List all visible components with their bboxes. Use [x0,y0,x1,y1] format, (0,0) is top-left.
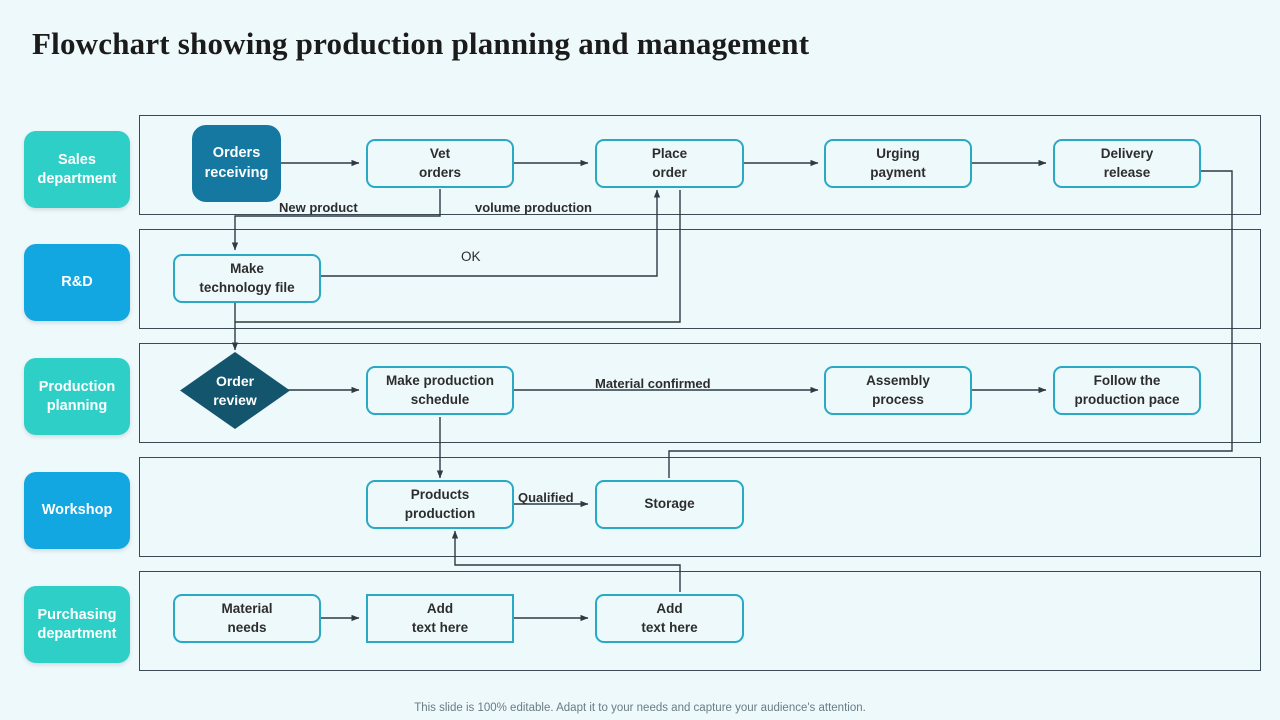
dept-label-sales: Sales department [37,152,117,187]
node-storage[interactable]: Storage [595,480,744,529]
node-make-technology-file[interactable]: Make technology file [173,254,321,303]
dept-chip-sales[interactable]: Sales department [24,131,130,208]
node-label-delivery-release: Delivery release [1100,146,1154,180]
node-label-urging-payment: Urging payment [870,146,926,180]
node-delivery-release[interactable]: Delivery release [1053,139,1201,188]
node-material-needs[interactable]: Material needs [173,594,321,643]
edge-label-material-confirmed: Material confirmed [595,376,711,391]
dept-chip-workshop[interactable]: Workshop [24,472,130,549]
edge-label-volume-production: volume production [475,200,592,215]
node-label-add-text-2: Add text here [641,601,698,635]
node-label-vet-orders: Vet orders [418,146,462,180]
node-label-storage: Storage [644,496,695,512]
slide-footer-note: This slide is 100% editable. Adapt it to… [414,702,866,714]
dept-chip-rnd[interactable]: R&D [24,244,130,321]
node-label-follow-production-pace: Follow the production pace [1074,373,1180,407]
node-orders-receiving[interactable]: Orders receiving [192,125,281,202]
edge-label-new-product: New product [279,200,358,215]
node-label-place-order: Place order [651,146,688,180]
node-label-orders-receiving: Orders receiving [204,144,269,181]
node-follow-production-pace[interactable]: Follow the production pace [1053,366,1201,415]
page-title: Flowchart showing production planning an… [32,26,810,61]
dept-chip-purchasing[interactable]: Purchasing department [24,586,130,663]
node-label-products-production: Products production [404,487,476,521]
node-label-add-text-1: Add text here [411,601,469,635]
dept-label-purchasing: Purchasing department [37,607,117,642]
diamond-shape [180,352,290,429]
edge-label-qualified: Qualified [518,490,574,505]
node-urging-payment[interactable]: Urging payment [824,139,972,188]
node-assembly-process[interactable]: Assembly process [824,366,972,415]
edge-label-ok: OK [461,249,481,264]
node-label-assembly-process: Assembly process [866,373,930,407]
node-order-review[interactable]: Order review [180,352,290,429]
node-vet-orders[interactable]: Vet orders [366,139,514,188]
node-label-material-needs: Material needs [221,601,273,635]
node-add-text-2[interactable]: Add text here [595,594,744,643]
lane-purchasing [139,571,1261,671]
node-label-make-production-schedule: Make production schedule [385,373,494,407]
node-add-text-1[interactable]: Add text here [366,594,514,643]
dept-label-planning: Production planning [38,379,116,414]
node-label-make-technology-file: Make technology file [199,261,295,295]
dept-label-rnd: R&D [61,274,93,291]
dept-label-workshop: Workshop [41,502,113,519]
node-place-order[interactable]: Place order [595,139,744,188]
dept-chip-planning[interactable]: Production planning [24,358,130,435]
node-products-production[interactable]: Products production [366,480,514,529]
node-make-production-schedule[interactable]: Make production schedule [366,366,514,415]
